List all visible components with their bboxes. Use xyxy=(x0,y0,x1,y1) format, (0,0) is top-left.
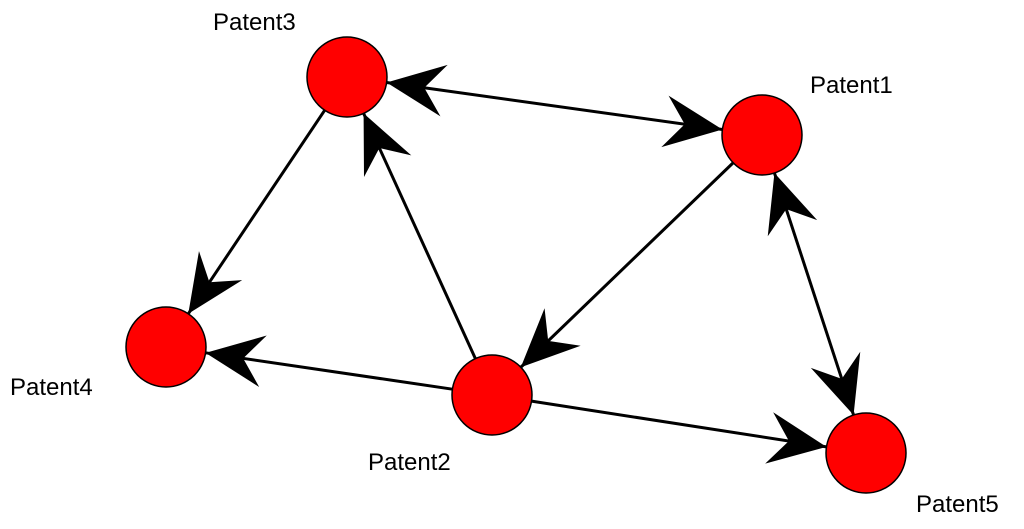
edge-patent3-patent1 xyxy=(386,81,723,131)
node-patent3 xyxy=(306,36,388,118)
edge-patent3-patent4 xyxy=(187,109,326,315)
node-label-patent5: Patent5 xyxy=(916,491,999,518)
arrowhead-patent3-to-patent4 xyxy=(188,251,243,314)
arrowhead-patent2-to-patent5 xyxy=(765,412,827,464)
arrowhead-patent2-to-patent4 xyxy=(205,335,267,387)
edge-patent2-patent3 xyxy=(362,112,477,360)
node-label-patent4: Patent4 xyxy=(10,374,93,401)
edge-patent2-patent5 xyxy=(531,399,827,449)
edge-patent1-patent2 xyxy=(519,161,735,369)
edge-patent2-patent4 xyxy=(205,351,453,391)
node-patent5 xyxy=(825,412,907,494)
arrowhead-patent1-to-patent5 xyxy=(810,351,861,415)
arrowhead-patent5-to-patent1 xyxy=(767,173,818,237)
node-label-patent2: Patent2 xyxy=(368,449,451,476)
edge-patent1-patent5 xyxy=(773,172,855,416)
node-label-patent3: Patent3 xyxy=(213,9,296,36)
node-label-patent1: Patent1 xyxy=(810,72,893,99)
nodes-layer xyxy=(125,36,907,494)
node-patent1 xyxy=(721,94,803,176)
node-patent2 xyxy=(451,354,533,436)
edges-layer xyxy=(187,64,861,464)
arrowhead-patent2-to-patent3 xyxy=(363,113,412,177)
arrowhead-patent1-to-patent3 xyxy=(386,64,448,117)
arrowhead-patent1-to-patent2 xyxy=(520,308,581,368)
node-patent4 xyxy=(125,306,207,388)
arrowhead-patent3-to-patent1 xyxy=(661,95,723,148)
